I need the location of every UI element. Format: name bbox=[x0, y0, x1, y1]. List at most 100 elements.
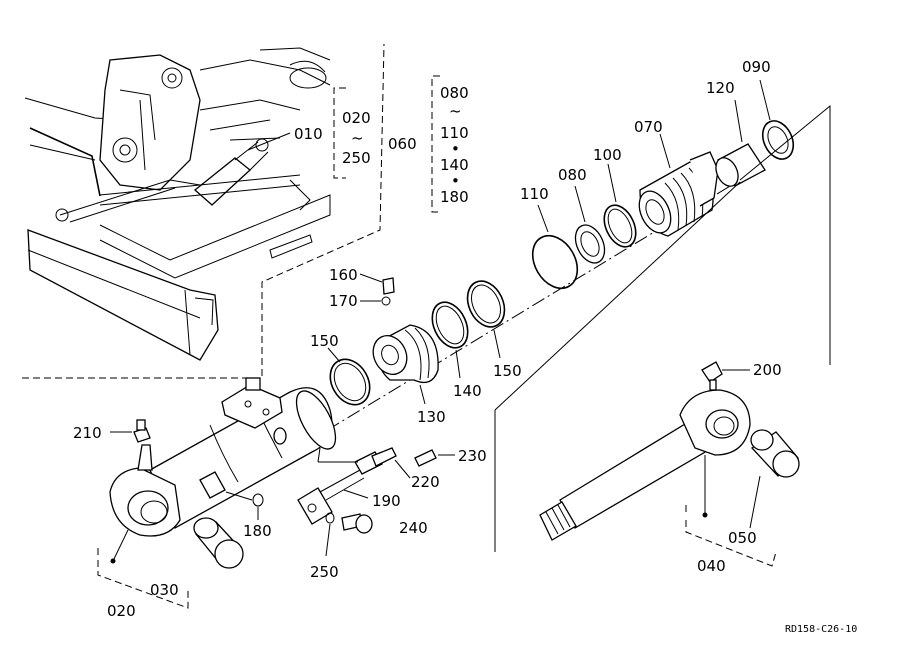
pivot-hole-upper-inner bbox=[167, 73, 177, 83]
tractor-inset-illustration bbox=[22, 43, 385, 379]
pivot-hole-lower-inner bbox=[119, 144, 131, 156]
label-230: 230 bbox=[458, 447, 487, 465]
bracket-010 bbox=[333, 87, 346, 179]
inset-cylinder-eye bbox=[255, 138, 269, 152]
ball-170 bbox=[381, 296, 391, 306]
leader-050 bbox=[749, 475, 761, 529]
pivot-tower bbox=[99, 54, 201, 191]
label-dot1: • bbox=[451, 140, 460, 158]
piston-grooves bbox=[404, 327, 430, 381]
bolt-240-head bbox=[355, 514, 373, 534]
piston-130 bbox=[372, 324, 439, 384]
support-bracket-2 bbox=[289, 179, 311, 211]
group-bracket-010 bbox=[333, 75, 440, 213]
upper-machinery bbox=[199, 47, 331, 86]
hose-block bbox=[297, 487, 333, 525]
leader-090 bbox=[759, 79, 771, 121]
frame-lower bbox=[29, 144, 96, 161]
bracket-040 bbox=[685, 520, 777, 567]
ring-100 bbox=[603, 204, 637, 248]
port-hole-2 bbox=[262, 408, 270, 416]
lower-port-fitting bbox=[199, 471, 226, 499]
part-labels: 010 020 ~ 250 060 080 ~ 110 • 140 • 180 … bbox=[73, 58, 857, 635]
leader-140 bbox=[455, 349, 461, 379]
label-030: 030 bbox=[150, 581, 179, 599]
backup-080-inner bbox=[580, 231, 600, 257]
wiper-090-inner bbox=[767, 126, 789, 154]
leader-190 bbox=[343, 489, 369, 499]
piston-bore bbox=[381, 344, 399, 366]
label-250-top: 250 bbox=[342, 149, 371, 167]
label-040: 040 bbox=[697, 557, 726, 575]
o-ring-250 bbox=[325, 512, 335, 524]
label-060: 060 bbox=[388, 135, 417, 153]
leader-010 bbox=[247, 132, 291, 151]
label-160: 160 bbox=[329, 266, 358, 284]
cylinder-tube-assembly bbox=[109, 377, 337, 537]
o-ring-180 bbox=[252, 493, 264, 507]
leader-020 bbox=[112, 529, 129, 562]
seal-140-inner bbox=[435, 305, 465, 345]
backup-ring-150-left-inner bbox=[333, 362, 367, 402]
leader-160 bbox=[359, 273, 383, 283]
piston-face bbox=[372, 335, 408, 375]
backup-ring-150-left bbox=[329, 358, 371, 406]
bushing-030-back bbox=[193, 517, 219, 539]
fitting-230 bbox=[414, 449, 437, 467]
label-020-tilde: ~ bbox=[351, 129, 364, 147]
label-140: 140 bbox=[453, 382, 482, 400]
label-180: 180 bbox=[243, 522, 272, 540]
base-eye-bore-inner bbox=[140, 500, 168, 524]
label-180-top: 180 bbox=[440, 188, 469, 206]
rod-eye-bore-inner bbox=[713, 416, 735, 436]
gland-bore bbox=[645, 199, 665, 225]
label-020-top: 020 bbox=[342, 109, 371, 127]
label-240: 240 bbox=[399, 519, 428, 537]
grease-nipple-200-stem bbox=[709, 379, 717, 391]
tube-end bbox=[295, 390, 337, 450]
rod-panel-diag bbox=[494, 181, 741, 411]
bushing-030 bbox=[193, 517, 244, 569]
backup-ring-150-right-inner bbox=[470, 284, 502, 324]
bushing-050 bbox=[750, 429, 800, 478]
label-150-left: 150 bbox=[310, 332, 339, 350]
leader-080 bbox=[574, 185, 586, 223]
leader-fit-180 bbox=[225, 491, 253, 501]
leader-250 bbox=[325, 523, 331, 557]
label-250: 250 bbox=[310, 563, 339, 581]
rod-panel bbox=[494, 104, 831, 552]
label-100: 100 bbox=[593, 146, 622, 164]
label-130: 130 bbox=[417, 408, 446, 426]
bushing-030-face bbox=[214, 539, 244, 569]
label-120: 120 bbox=[706, 79, 735, 97]
gland-threads bbox=[664, 167, 704, 231]
label-080: 080 bbox=[558, 166, 587, 184]
grease-nipple-stem bbox=[137, 444, 153, 471]
port-hole-1 bbox=[244, 400, 252, 408]
hose-block-hole bbox=[307, 503, 317, 513]
reference-code: RD158-C26-10 bbox=[785, 624, 857, 635]
leader-100 bbox=[607, 163, 617, 203]
label-110: 110 bbox=[520, 185, 549, 203]
label-080-tilde: ~ bbox=[449, 102, 462, 120]
label-010: 010 bbox=[294, 125, 323, 143]
label-110-top: 110 bbox=[440, 124, 469, 142]
inset-cylinder-body bbox=[193, 157, 251, 206]
label-220: 220 bbox=[411, 473, 440, 491]
link-pin bbox=[55, 208, 69, 222]
tower-ribs bbox=[119, 89, 156, 171]
bushing-120 bbox=[715, 143, 766, 187]
grease-nipple-tip bbox=[136, 419, 146, 431]
port-plug bbox=[245, 377, 261, 391]
rod-thread-lines bbox=[545, 504, 571, 535]
hose-assembly bbox=[297, 447, 437, 525]
inset-cylinder-rod bbox=[234, 141, 269, 171]
label-200: 200 bbox=[753, 361, 782, 379]
rod-panel-top-edge bbox=[739, 104, 831, 365]
blade-edge bbox=[27, 249, 201, 356]
set-screw-160 bbox=[382, 277, 395, 295]
label-190: 190 bbox=[372, 492, 401, 510]
label-150-right: 150 bbox=[493, 362, 522, 380]
